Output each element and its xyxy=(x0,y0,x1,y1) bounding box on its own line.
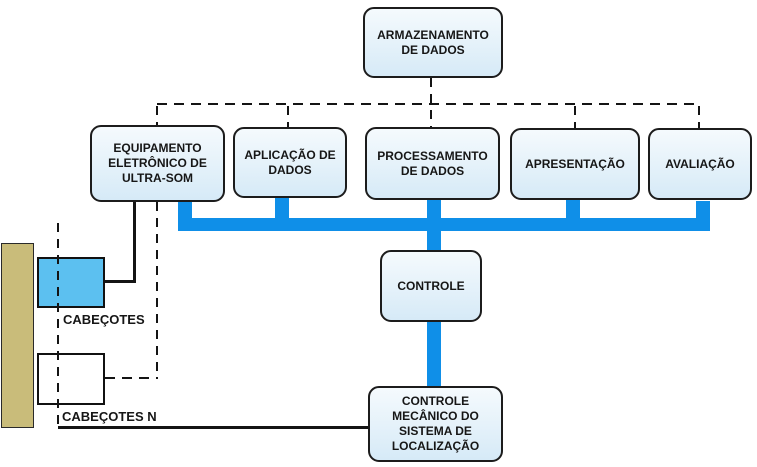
node-controle: CONTROLE xyxy=(380,250,482,322)
bus-stub-aplicacao xyxy=(275,198,289,222)
node-apresentacao-label: APRESENTAÇÃO xyxy=(525,156,625,171)
connector-equipamento-transducer-vertical xyxy=(133,202,136,283)
node-processamento-de-dados: PROCESSAMENTO DE DADOS xyxy=(365,127,500,200)
node-equipamento-eletronico: EQUIPAMENTO ELETRÔNICO DE ULTRA-SOM xyxy=(90,125,225,202)
dashed-drop-equipamento xyxy=(156,106,158,125)
node-equipamento-label: EQUIPAMENTO ELETRÔNICO DE ULTRA-SOM xyxy=(108,141,207,185)
dashed-distribution-line xyxy=(157,103,700,105)
transducer-box-1 xyxy=(37,257,105,308)
bus-stub-equipamento xyxy=(178,201,192,226)
dashed-scan-axis xyxy=(57,223,59,426)
node-controle-label: CONTROLE xyxy=(397,278,465,293)
node-armazenamento-label: ARMAZENAMENTO DE DADOS xyxy=(377,27,489,57)
node-controle-mecanico-label: CONTROLE MECÂNICO DO SISTEMA DE LOCALIZA… xyxy=(391,394,480,453)
transducer-box-n xyxy=(37,353,105,405)
bus-stub-apresentacao xyxy=(566,200,580,222)
dashed-drop-aplicacao xyxy=(287,106,289,127)
bus-stub-avaliacao xyxy=(696,201,710,226)
node-processamento-label: PROCESSAMENTO DE DADOS xyxy=(377,148,488,178)
label-cabecotes-n: CABEÇOTES N xyxy=(62,409,157,424)
node-controle-mecanico: CONTROLE MECÂNICO DO SISTEMA DE LOCALIZA… xyxy=(368,386,503,462)
connector-equipamento-transducer-horizontal xyxy=(105,280,136,283)
bus-main-horizontal xyxy=(178,218,710,231)
node-avaliacao: AVALIAÇÃO xyxy=(648,128,752,200)
node-aplicacao-de-dados: APLICAÇÃO DE DADOS xyxy=(233,127,347,198)
node-apresentacao: APRESENTAÇÃO xyxy=(510,128,640,200)
node-aplicacao-label: APLICAÇÃO DE DADOS xyxy=(244,147,336,177)
dashed-drop-avaliacao xyxy=(698,106,700,128)
dashed-transducer-n-link xyxy=(105,377,158,379)
node-armazenamento-de-dados: ARMAZENAMENTO DE DADOS xyxy=(363,7,503,78)
dashed-equipamento-to-transducer-n xyxy=(156,202,158,379)
connector-locator-horizontal xyxy=(58,426,370,429)
label-cabecotes: CABEÇOTES xyxy=(63,312,145,327)
dashed-drop-armazenamento xyxy=(430,78,432,127)
scan-rail xyxy=(1,243,34,428)
dashed-drop-apresentacao xyxy=(574,106,576,128)
node-avaliacao-label: AVALIAÇÃO xyxy=(665,156,735,171)
